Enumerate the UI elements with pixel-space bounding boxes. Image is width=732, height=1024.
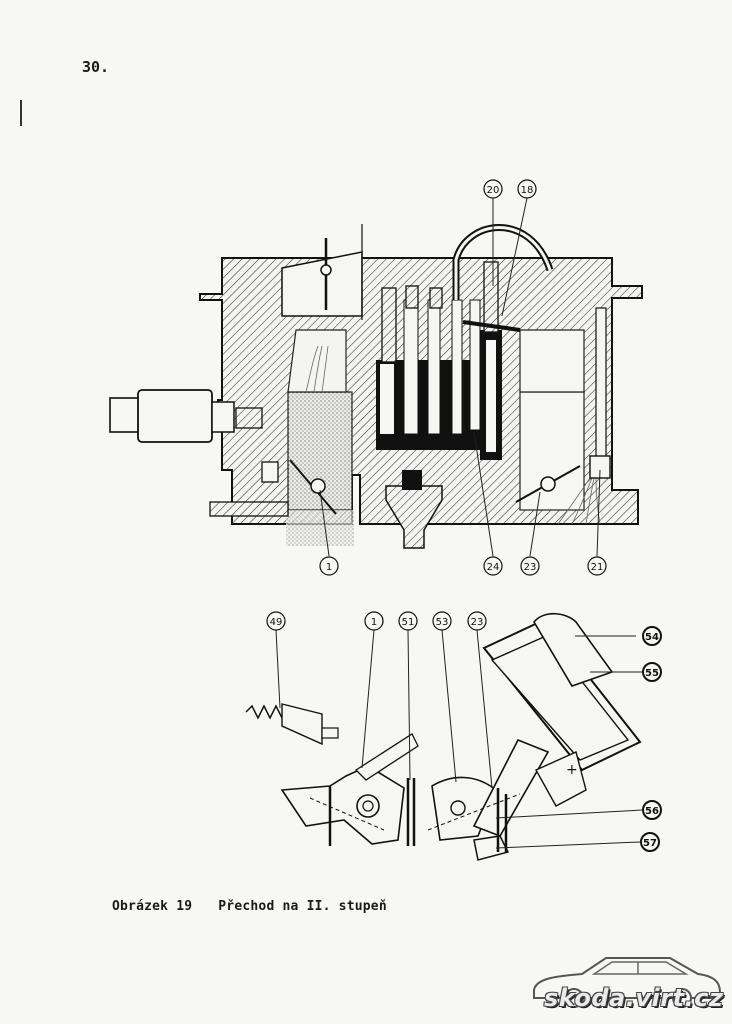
callout-49: 49 [266,611,286,631]
callout-24: 24 [483,556,503,576]
caption-title: Přechod na II. stupeň [218,899,387,914]
callout-18: 18 [517,179,537,199]
callout-label: 1 [371,617,377,628]
callout-label: 23 [524,562,537,573]
watermark-text: skoda.virt.cz [544,984,724,1012]
callout-label: 55 [645,668,659,679]
callout-56: 56 [642,800,662,820]
callout-23-lower: 23 [467,611,487,631]
callout-label: 24 [487,562,500,573]
callout-label: 56 [645,806,659,817]
callout-label: 20 [487,185,500,196]
car-logo-icon [533,957,721,1008]
callout-label: 51 [402,617,415,628]
throttle-linkage-drawing: + [245,612,642,861]
callout-54: 54 [642,626,662,646]
caption-label: Obrázek 19 [112,899,193,914]
svg-text:+: + [566,762,578,778]
figure-caption: Obrázek 19 Přechod na II. stupeň [112,899,387,914]
callout-label: 54 [645,632,659,643]
callout-21: 21 [587,556,607,576]
callout-label: 1 [326,562,332,573]
callout-55: 55 [642,662,662,682]
callout-23-upper: 23 [520,556,540,576]
callout-label: 21 [591,562,604,573]
lower-leader-lines [275,629,643,849]
callout-1-upper: 1 [319,556,339,576]
page-number: 30. [82,58,110,76]
carburetor-section-drawing [109,224,643,549]
callout-label: 53 [436,617,449,628]
callout-51: 51 [398,611,418,631]
upper-leader-lines [319,197,601,557]
callout-label: 23 [471,617,484,628]
callout-label: 18 [521,185,534,196]
callout-20: 20 [483,179,503,199]
callout-label: 57 [643,838,657,849]
callout-57: 57 [640,832,660,852]
callout-label: 49 [270,617,283,628]
margin-mark [20,100,22,126]
callout-1-lower: 1 [364,611,384,631]
callout-53: 53 [432,611,452,631]
